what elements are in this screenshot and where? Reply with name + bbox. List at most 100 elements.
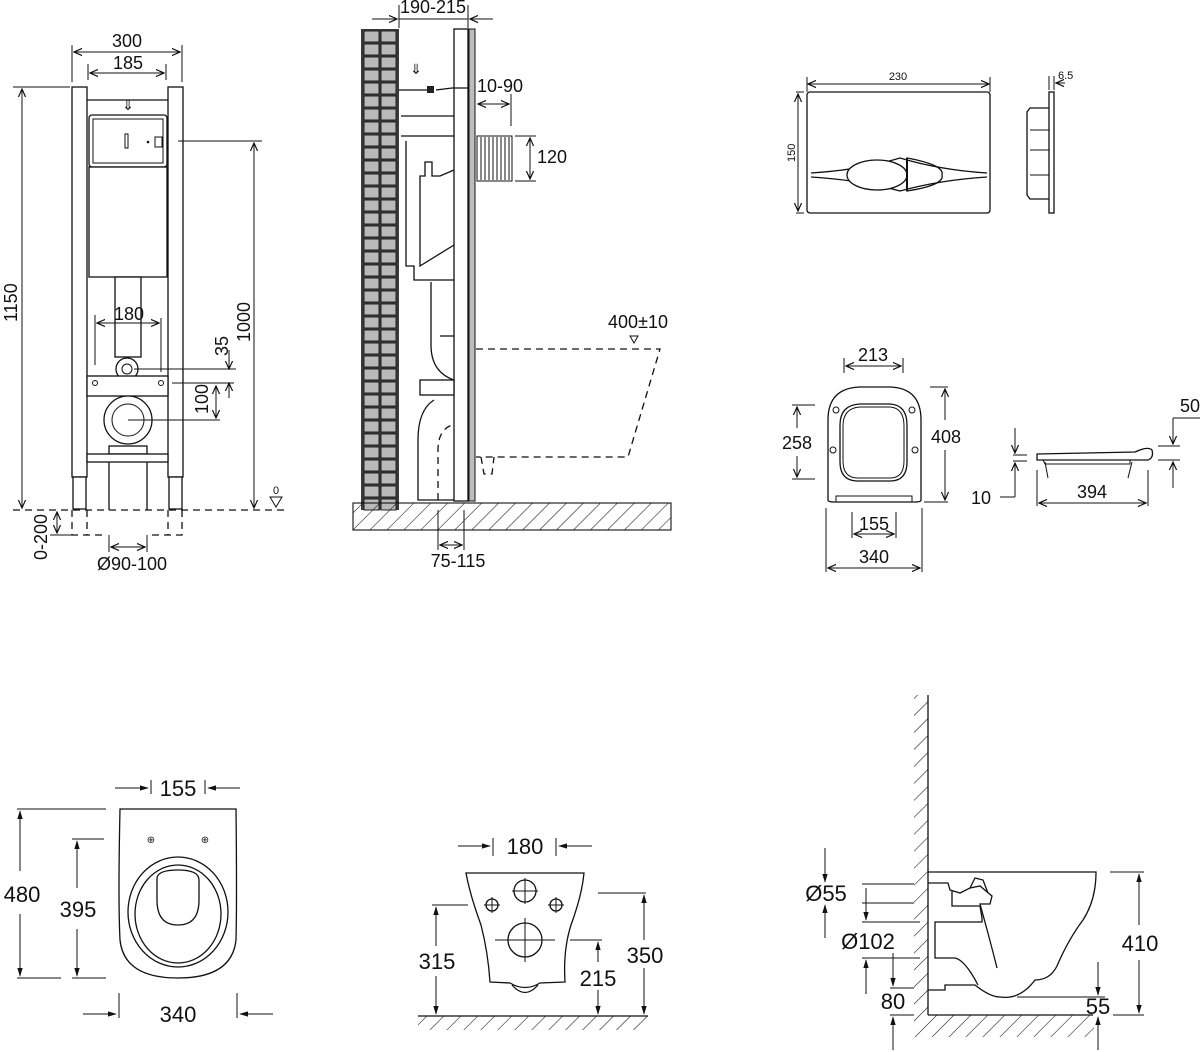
dim-plate-projection: 10-90	[477, 76, 523, 96]
brick	[380, 420, 397, 433]
dim-drain-offset-side: 75-115	[431, 551, 486, 571]
flush-plate-wave	[810, 157, 988, 192]
seat-hinge	[835, 495, 913, 503]
brick	[380, 238, 397, 251]
brick	[380, 277, 397, 290]
bowl-opening	[156, 869, 200, 926]
dim-bowl-hole-spacing: 155	[160, 776, 197, 801]
leg-extension-right	[152, 510, 183, 536]
right-leg	[168, 476, 183, 510]
bowl-foot	[511, 984, 539, 994]
dim-outlet-floor: 80	[881, 989, 905, 1014]
brick	[380, 316, 397, 329]
dim-bowl-outlet-height: 215	[580, 966, 617, 991]
bumper	[832, 406, 840, 414]
bowl-side-view: Ø55 Ø102 80 410 55	[805, 695, 1158, 1050]
dim-seat-hinge-spacing: 155	[859, 514, 889, 534]
brick	[363, 212, 380, 225]
brick	[363, 160, 380, 173]
brick	[363, 251, 380, 264]
brick	[363, 290, 380, 303]
seat-top-view: 213 258 408 155 340	[782, 345, 961, 572]
brick	[363, 264, 380, 277]
left-leg	[72, 476, 87, 510]
drain-base	[108, 445, 148, 455]
floor-level-label: 0	[273, 485, 279, 497]
front-panel	[468, 28, 476, 502]
brick	[363, 238, 380, 251]
brick	[380, 433, 397, 446]
brick	[380, 212, 397, 225]
brick	[380, 147, 397, 160]
brick	[380, 251, 397, 264]
brick	[380, 173, 397, 186]
brick	[380, 264, 397, 277]
cistern-body	[88, 166, 168, 278]
right-post	[167, 86, 184, 478]
supply-hose	[399, 87, 468, 91]
brick	[380, 355, 397, 368]
fixing-hole-icon: ⊕	[147, 835, 155, 846]
dim-seat-thickness: 10	[971, 488, 991, 508]
brick	[380, 394, 397, 407]
flush-button-small	[846, 159, 908, 191]
wall-hatch	[914, 695, 928, 1015]
brick	[380, 134, 397, 147]
dim-bowl-height: 410	[1122, 931, 1159, 956]
dim-plate-height-front: 150	[786, 144, 798, 162]
brick	[363, 147, 380, 160]
bowl-rear-view: 180 315 350 215	[418, 834, 663, 1030]
dim-seat-height: 400±10	[608, 312, 668, 332]
flush-plate-mount	[1026, 107, 1049, 200]
bumper	[829, 446, 837, 454]
water-flow-icon: ⇓	[122, 97, 134, 113]
dim-plate-height-side: 120	[537, 147, 567, 167]
fixing-hole-icon: ⊕	[201, 835, 209, 846]
seat-legs	[1044, 461, 1133, 479]
dim-bowl-bolt-height: 315	[419, 949, 456, 974]
dim-leg-adjust: 0-200	[31, 514, 51, 560]
dim-hinge-height: 50	[1180, 396, 1200, 416]
brick	[363, 56, 380, 69]
hose-connector	[427, 86, 434, 93]
brick	[363, 43, 380, 56]
dim-depth: 190-215	[400, 0, 466, 17]
bumper	[908, 406, 916, 414]
floor-hatch	[418, 1016, 648, 1030]
cistern-valve	[154, 136, 163, 148]
cistern-top	[401, 115, 454, 137]
dim-seat-inner-length: 258	[782, 433, 812, 453]
cistern-side	[405, 141, 454, 281]
brick	[363, 368, 380, 381]
dim-bottom-clearance: 55	[1086, 994, 1110, 1019]
floor-hatch	[352, 502, 672, 531]
flush-plate-front	[806, 91, 991, 214]
brick	[363, 108, 380, 121]
dim-bowl-rim-length: 395	[60, 897, 97, 922]
brick	[363, 459, 380, 472]
flush-plate-ribs	[480, 137, 510, 180]
float-valve	[419, 161, 455, 178]
cistern-slope	[419, 178, 455, 268]
brick	[380, 95, 397, 108]
brick	[380, 225, 397, 238]
brick	[363, 277, 380, 290]
bumper	[911, 446, 919, 454]
frame-front-view: 300 185 ⇓ 180	[1, 31, 285, 574]
brick	[380, 329, 397, 342]
cistern-slot	[124, 133, 129, 149]
seat-side-outline	[1036, 447, 1154, 461]
brick	[380, 30, 397, 43]
level-marker-icon	[269, 496, 283, 508]
leg-extension-left	[71, 510, 102, 536]
brick	[363, 186, 380, 199]
brick	[363, 199, 380, 212]
mount-details	[1030, 129, 1049, 176]
brick	[380, 459, 397, 472]
brick	[363, 433, 380, 446]
brick	[380, 446, 397, 459]
dim-frame-width: 300	[112, 31, 142, 51]
flush-plate-side	[476, 135, 513, 182]
flush-button-large	[906, 157, 943, 192]
